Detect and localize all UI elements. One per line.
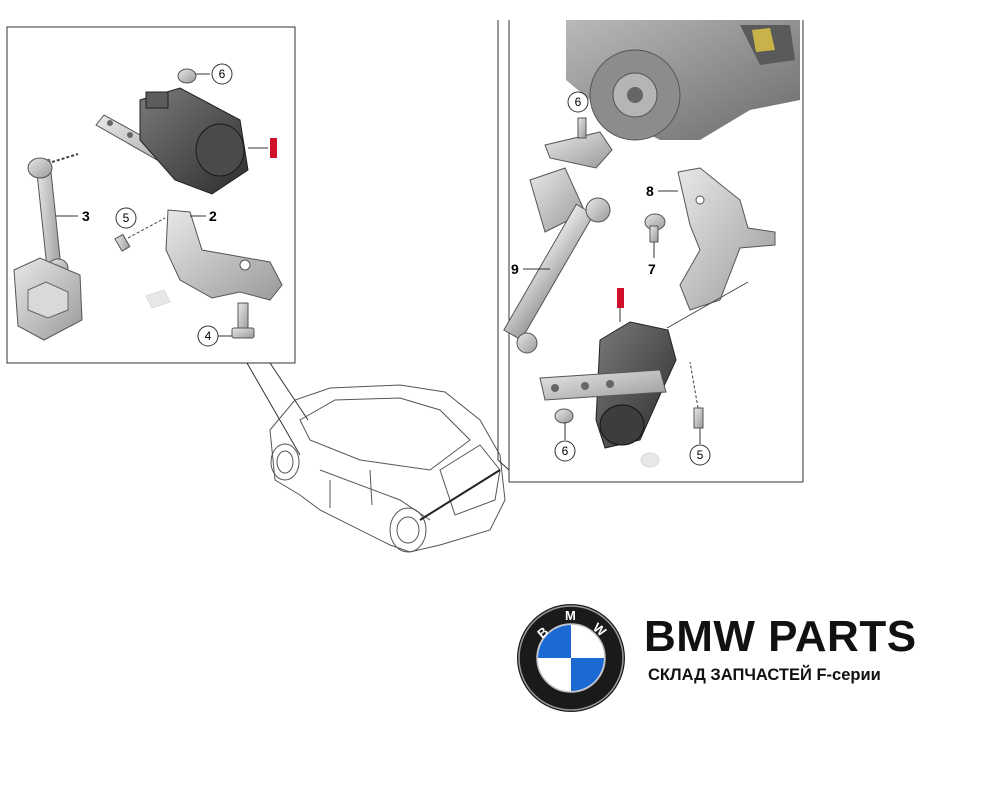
- link-rod-part-3: [13, 153, 83, 341]
- label-9-right: 9: [511, 261, 550, 277]
- ghost-screw-right: [640, 452, 660, 468]
- screw-part-7: [644, 213, 666, 243]
- nut-part-6-bottom: [554, 408, 574, 424]
- right-leader-line-2: [497, 459, 510, 471]
- label-1-right: [617, 288, 624, 322]
- height-sensor-part-1: [139, 87, 249, 195]
- label-5-left: 5: [115, 207, 137, 229]
- label-6-right-bottom-text: 6: [562, 444, 569, 458]
- assembly-line: [666, 281, 749, 329]
- nut-part-6: [177, 68, 197, 84]
- label-4-left: 4: [197, 325, 232, 347]
- logo-letter-m: M: [565, 608, 576, 623]
- bolt-part-4: [231, 302, 255, 339]
- bracket-part-2: [165, 209, 283, 301]
- label-1-left: [248, 138, 277, 158]
- logo-quadrant-blue-br: [571, 658, 604, 691]
- label-3-left-text: 3: [82, 208, 90, 224]
- label-5-right: 5: [689, 428, 711, 466]
- axle-background-image: [566, 20, 800, 141]
- label-5-left-text: 5: [123, 211, 130, 225]
- bmw-logo: B M W: [517, 604, 625, 712]
- brand-title: BMW PARTS: [644, 612, 917, 661]
- left-detail-panel: 6 3 2 5 4: [6, 26, 309, 456]
- logo-quadrant-blue-tl: [538, 625, 571, 658]
- label-8-right-text: 8: [646, 183, 654, 199]
- label-5-right-text: 5: [697, 448, 704, 462]
- right-detail-panel: 6 8 7 9 6 5: [497, 20, 804, 483]
- link-rod-part-9: [503, 167, 611, 354]
- left-leader-line: [246, 362, 301, 456]
- brand-subtitle: СКЛАД ЗАПЧАСТЕЙ F-серии: [648, 666, 881, 684]
- label-2-left-text: 2: [209, 208, 217, 224]
- label-8-right: 8: [646, 183, 678, 199]
- screw-part-5-right: [689, 361, 704, 429]
- ghost-bolt: [145, 289, 171, 309]
- label-7-right: 7: [648, 242, 656, 277]
- screw-part-5: [114, 217, 166, 252]
- label-7-right-text: 7: [648, 261, 656, 277]
- left-panel-frame: [6, 26, 296, 364]
- label-3-left: 3: [56, 208, 90, 224]
- label-6-right-bottom: 6: [554, 422, 576, 462]
- label-6-left-text: 6: [219, 67, 226, 81]
- upper-bracket: [544, 117, 613, 169]
- label-6-right-top-text: 6: [575, 95, 582, 109]
- label-6-left: 6: [196, 63, 233, 85]
- label-9-right-text: 9: [511, 261, 519, 277]
- label-6-right-top: 6: [567, 91, 589, 113]
- label-2-left: 2: [190, 208, 217, 224]
- label-4-left-text: 4: [205, 329, 212, 343]
- bracket-part-8: [677, 167, 776, 311]
- height-sensor-part-1-right: [539, 321, 677, 449]
- left-leader-line-2: [269, 362, 309, 421]
- car-outline: [269, 384, 506, 553]
